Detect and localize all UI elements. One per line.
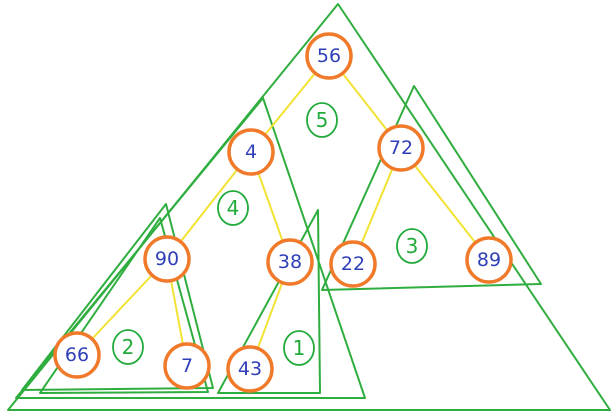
region-label-2: 2 — [112, 329, 144, 365]
node-4: 4 — [227, 128, 275, 176]
subtree-triangles — [7, 3, 611, 411]
node-90: 90 — [143, 235, 191, 283]
node-circle — [329, 240, 377, 288]
node-circle — [163, 342, 211, 390]
node-label: 90 — [155, 248, 179, 270]
tree-edges — [76, 55, 490, 370]
node-label: 4 — [245, 141, 257, 163]
node-label: 22 — [341, 253, 365, 275]
region-circle — [306, 102, 338, 138]
node-43: 43 — [226, 345, 274, 393]
node-circle — [227, 128, 275, 176]
region-circle — [396, 228, 428, 264]
node-label: 56 — [317, 45, 341, 67]
region-circle — [217, 190, 249, 226]
region-label-5: 5 — [306, 102, 338, 138]
node-56: 56 — [305, 32, 353, 80]
node-38: 38 — [266, 238, 314, 286]
right-triangle — [321, 85, 542, 291]
node-66: 66 — [53, 331, 101, 379]
region-number: 1 — [293, 336, 306, 360]
node-89: 89 — [465, 236, 513, 284]
node-label: 7 — [181, 355, 193, 377]
tiny-left-triangle — [39, 217, 209, 394]
region-labels: 5 4 3 2 1 — [112, 102, 428, 366]
small-left-triangle — [21, 203, 214, 391]
region-number: 3 — [406, 234, 419, 258]
node-circle — [143, 235, 191, 283]
region-label-4: 4 — [217, 190, 249, 226]
region-label-3: 3 — [396, 228, 428, 264]
node-circle — [266, 238, 314, 286]
node-circle — [226, 345, 274, 393]
region-number: 2 — [122, 335, 135, 359]
region-circle — [283, 330, 315, 366]
node-22: 22 — [329, 240, 377, 288]
node-circle — [377, 124, 425, 172]
node-7: 7 — [163, 342, 211, 390]
node-label: 66 — [65, 344, 89, 366]
node-72: 72 — [377, 124, 425, 172]
region-circle — [112, 329, 144, 365]
node-label: 38 — [278, 251, 302, 273]
region-label-1: 1 — [283, 330, 315, 366]
node-label: 43 — [238, 358, 262, 380]
node-circle — [53, 331, 101, 379]
node-label: 72 — [389, 137, 413, 159]
small-center-triangle — [217, 209, 321, 394]
region-number: 5 — [316, 108, 329, 132]
node-circle — [465, 236, 513, 284]
node-label: 89 — [477, 249, 501, 271]
region-number: 4 — [227, 196, 240, 220]
node-circle — [305, 32, 353, 80]
